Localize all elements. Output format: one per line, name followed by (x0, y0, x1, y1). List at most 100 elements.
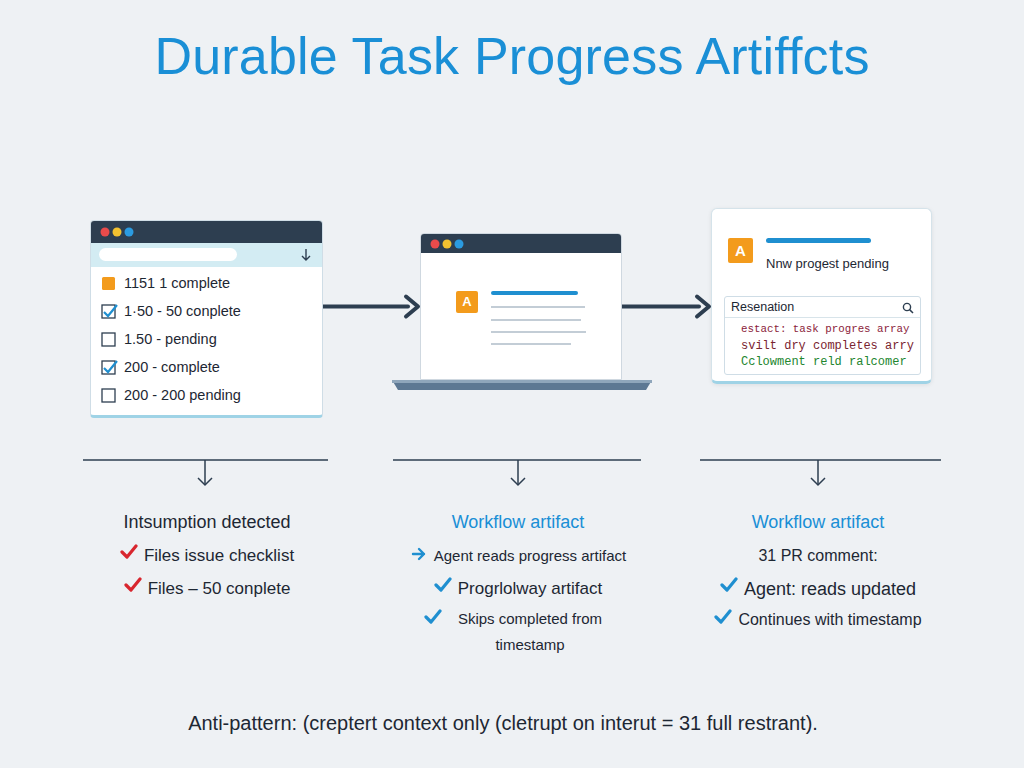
app-icon: A (456, 291, 478, 313)
window-dot (443, 239, 452, 248)
code-line: estact: task progres array (741, 323, 909, 335)
check-mark (436, 579, 450, 590)
note-label: Agent: reads updated (744, 574, 916, 605)
window-dot (431, 239, 440, 248)
checkbox-tick (104, 305, 117, 316)
label-row: Workflow artifact (452, 507, 585, 538)
document-lines (421, 234, 621, 380)
flow-arrow (323, 297, 418, 317)
checklist-row: 1·50 - 50 conplete (100, 301, 241, 321)
label-row: Intsumption detected (123, 507, 290, 538)
note-label: Files issue checklist (144, 541, 294, 570)
window-dots (99, 225, 159, 239)
note-label: Continues with timestamp (738, 606, 921, 633)
label-row: Workflow artifact (752, 507, 885, 538)
status-square (102, 277, 115, 290)
blue-check-icon (720, 576, 738, 594)
text-line (491, 343, 571, 345)
screen-title-bar (421, 234, 621, 253)
arrow-icon (410, 545, 428, 563)
box-empty-icon (100, 331, 118, 349)
check-mark (122, 546, 136, 557)
box-empty-icon (100, 387, 118, 405)
orange-square-icon (100, 275, 118, 293)
diagram-title: Durable Task Progress Artiffcts (0, 26, 1024, 86)
check-mark (716, 611, 730, 622)
label-row: Continues with timestamp (714, 606, 921, 633)
note-label: Agent reads progress artifact (434, 543, 627, 569)
heading-line (491, 291, 578, 295)
label-row: Agent reads progress artifact (410, 543, 627, 569)
browser-title-bar (91, 221, 322, 243)
arrow-shaft (622, 305, 699, 309)
label-row: 31 PR comment: (758, 542, 877, 569)
code-line: svilt dry completes arry (741, 339, 914, 353)
download-arrow (302, 249, 310, 260)
window-dot (455, 239, 464, 248)
search-lens (903, 303, 910, 310)
label-row: Agent: reads updated (720, 574, 916, 605)
label-row: Progrlolway artifact (434, 574, 603, 603)
screen-node: A (420, 233, 622, 380)
arrow-mark (413, 549, 424, 559)
checklist-item: 200 - complete (124, 357, 220, 377)
checklist-item: 200 - 200 pending (124, 385, 241, 405)
search-divider (725, 317, 920, 318)
label-row: Skips completed from timestamp (424, 606, 613, 658)
arrow-head (697, 297, 709, 317)
search-node: Resenation estact: task progres array svil… (724, 296, 921, 375)
checklist-row: 1151 1 complete (100, 273, 230, 293)
label-row: Files issue checklist (120, 541, 294, 570)
arrow-shaft (323, 305, 408, 309)
check-mark (722, 579, 736, 590)
window-dots (429, 237, 489, 251)
checklist-row: 1.50 - pending (100, 329, 217, 349)
heading-bar (766, 238, 876, 246)
note-label: Progrlolway artifact (458, 574, 603, 603)
note-label: Workflow artifact (452, 507, 585, 538)
window-dot (113, 228, 122, 237)
check-mark (426, 611, 440, 622)
search-handle (910, 310, 913, 313)
search-icon (902, 302, 914, 314)
checkbox (102, 333, 115, 346)
checkbox-tick (104, 361, 117, 372)
flow-arrow (622, 297, 709, 317)
app-icon: A (728, 238, 753, 263)
box-checked-icon (100, 359, 118, 377)
label-row: Files – 50 conplete (124, 574, 291, 603)
note-label: Intsumption detected (123, 507, 290, 538)
heading-bar-fill (766, 238, 871, 243)
status-text: Nnw progest pending (766, 256, 889, 271)
search-heading: Resenation (731, 300, 794, 314)
checklist-item: 1151 1 complete (124, 273, 230, 293)
checklist-row: 200 - 200 pending (100, 385, 241, 405)
checklist-item: 1·50 - 50 conplete (124, 301, 241, 321)
red-check-icon (120, 543, 138, 561)
note-label: Workflow artifact (752, 507, 885, 538)
text-line (491, 331, 586, 333)
address-input (99, 248, 237, 261)
note-label: Files – 50 conplete (148, 574, 291, 603)
divider-lines (83, 460, 941, 485)
laptop-base (392, 380, 652, 390)
check-mark (126, 579, 140, 590)
checkbox (102, 389, 115, 402)
laptop-base-edge (392, 380, 652, 383)
blue-check-icon (424, 608, 442, 626)
red-check-icon (124, 576, 142, 594)
note-label: Skips completed from timestamp (448, 606, 613, 658)
browser-node: 1151 1 complete 1·50 - 50 conplete 1.50 - … (90, 220, 323, 418)
card-node: A Nnw progest pendingResenation estact: ta… (711, 208, 932, 384)
checklist-row: 200 - complete (100, 357, 220, 377)
blue-check-icon (714, 608, 732, 626)
arrow-head (406, 297, 418, 317)
label-row: Anti-pattern: (creptert context only (cl… (188, 706, 818, 740)
window-dot (101, 228, 110, 237)
note-label: 31 PR comment: (758, 542, 877, 569)
text-line (491, 319, 581, 321)
checklist-item: 1.50 - pending (124, 329, 217, 349)
text-line (491, 306, 585, 308)
note-label: Anti-pattern: (creptert context only (cl… (188, 706, 818, 740)
